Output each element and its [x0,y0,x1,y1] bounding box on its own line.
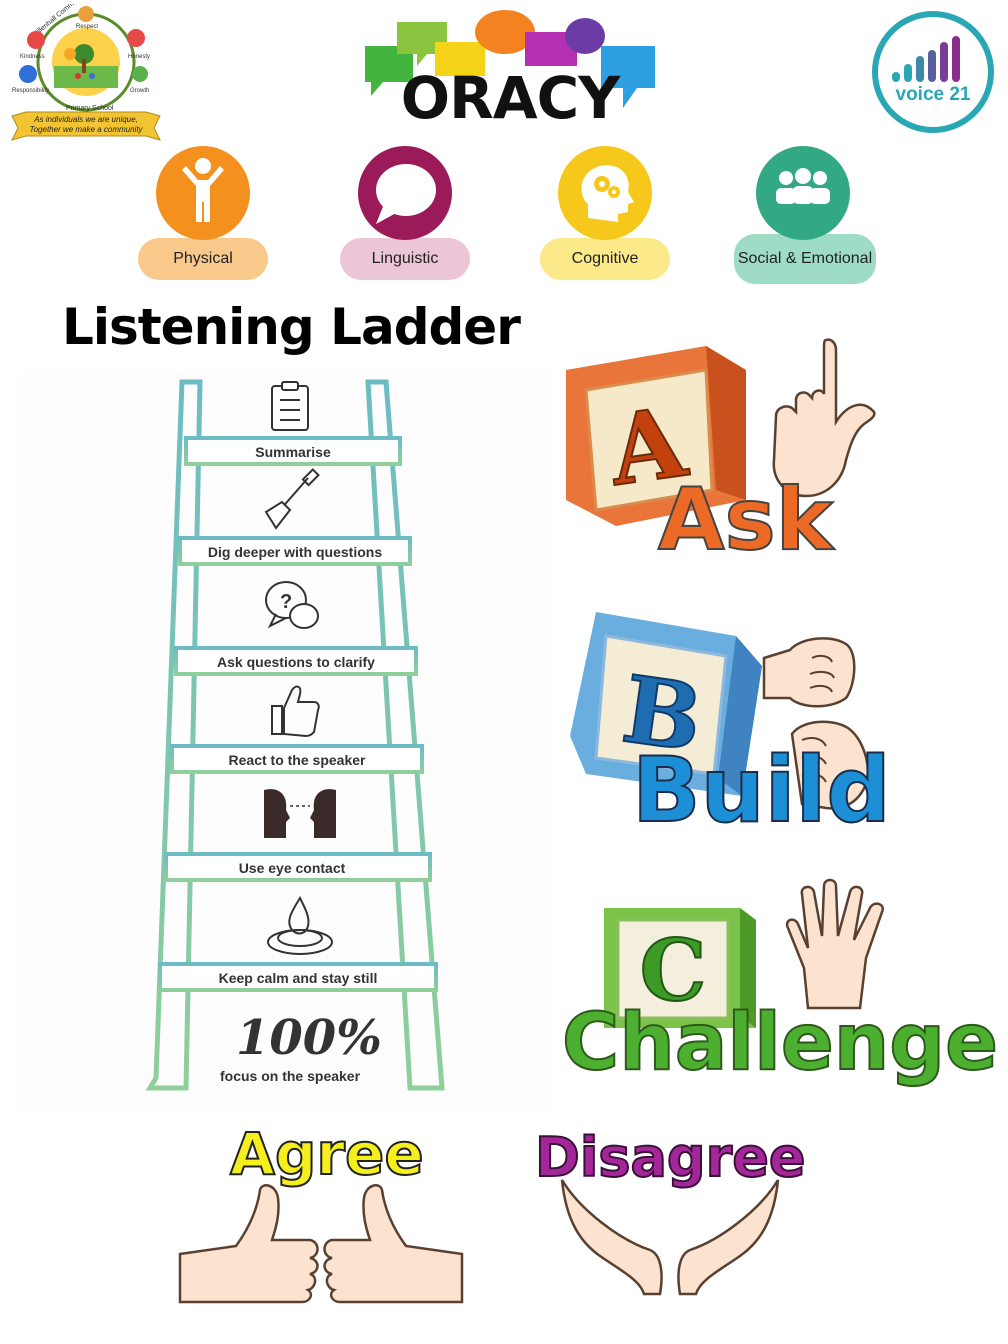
svg-text:?: ? [280,591,292,613]
rung-ask-clarify: Ask questions to clarify [217,654,375,670]
open-hands-icon [560,1179,780,1296]
water-drop-icon [267,895,333,955]
question-bubbles-icon: ? [265,581,319,629]
faces-icon [264,789,336,838]
raised-hand-icon [785,878,885,1010]
block-a: A [566,346,746,526]
thumbs-up-left-icon [178,1184,319,1304]
strand-label: Social & Emotional [734,234,876,284]
rung-keep-calm: Keep calm and stay still [218,970,378,986]
word-challenge: Challenge [561,997,999,1089]
strand-physical: Physical [138,146,268,296]
block-b: B [570,612,762,796]
strand-label: Physical [138,238,268,280]
rung-summarise: Summarise [255,444,331,460]
group-icon [776,168,830,204]
rung-dig-deeper: Dig deeper with questions [207,544,383,560]
svg-text:Honesty: Honesty [128,54,150,60]
strand-social-emotional: Social & Emotional [734,146,876,296]
fist-top-icon [762,637,856,708]
word-disagree: Disagree [534,1125,806,1190]
strand-linguistic: Linguistic [340,146,470,296]
svg-text:A: A [602,385,694,508]
svg-text:Growth: Growth [130,88,149,94]
ladder-base-text: focus on the speaker [220,1068,361,1084]
oracy-title: ORACY [400,64,620,132]
person-icon [182,158,224,222]
svg-text:C: C [640,921,707,1020]
svg-text:Respect: Respect [76,24,98,30]
clipboard-icon [271,381,309,431]
school-logo: Willenhall Community Primary School Kind… [11,4,161,141]
strand-label: Cognitive [540,238,670,280]
strand-label: Linguistic [340,238,470,280]
word-ask: Ask [657,469,834,571]
svg-text:Together we make a community: Together we make a community [29,125,143,134]
fist-bottom-icon [790,720,870,810]
svg-text:Kindness: Kindness [20,54,45,60]
shovel-icon [264,468,320,530]
thumbs-up-icon [271,685,320,738]
svg-text:Responsibility: Responsibility [12,88,49,94]
word-agree: Agree [229,1119,425,1189]
voice21-logo [872,11,994,133]
rung-eye-contact: Use eye contact [238,860,346,876]
svg-text:B: B [616,655,708,773]
ladder-base-percent: 100% [236,1010,382,1066]
block-c: C [604,908,756,1028]
voice21-label: voice 21 [895,84,971,105]
strand-cognitive: Cognitive [540,146,670,296]
svg-text:As individuals we are unique,: As individuals we are unique, [33,115,138,124]
pointing-hand-icon [772,338,876,498]
thumbs-up-right-icon [323,1184,464,1304]
ladder-title: Listening Ladder [62,298,521,356]
head-gears-icon [581,165,634,222]
word-build: Build [631,737,892,844]
rung-react: React to the speaker [228,752,366,768]
listening-ladder: ? [145,379,445,1091]
svg-text:Primary School: Primary School [66,105,114,112]
speech-bubble-icon [376,164,436,224]
oracy-speech-bubbles [365,10,655,108]
